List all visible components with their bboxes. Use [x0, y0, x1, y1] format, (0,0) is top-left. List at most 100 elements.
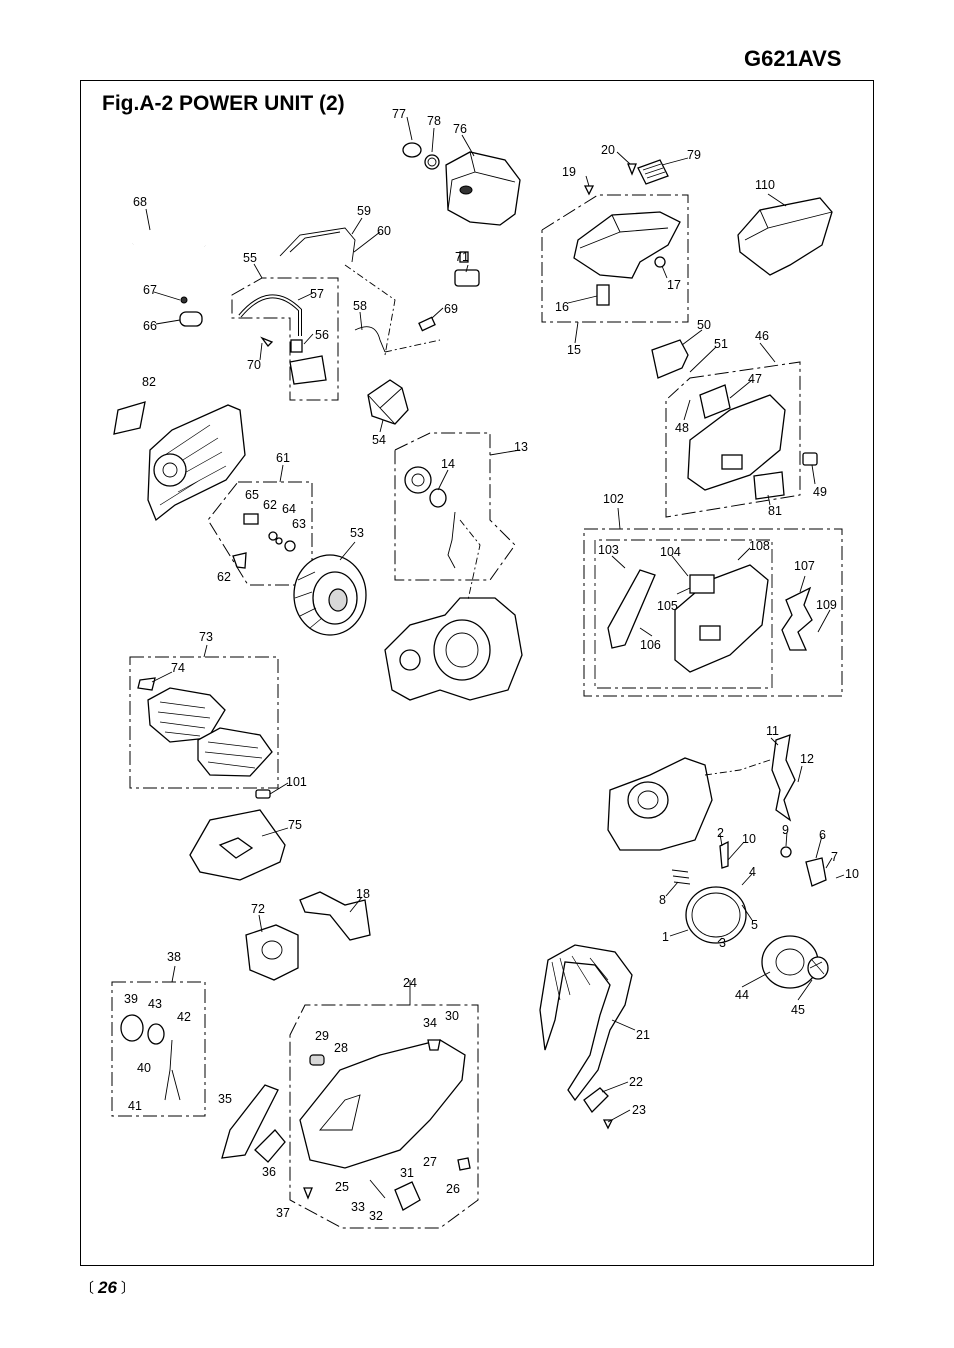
model-name: G621AVS: [744, 46, 842, 71]
page-number-value: 26: [98, 1278, 117, 1297]
callout-label: 29: [315, 1029, 329, 1043]
callout-label: 56: [315, 328, 329, 342]
callout-label: 17: [667, 278, 681, 292]
callout-label: 34: [423, 1016, 437, 1030]
callout-label: 8: [659, 893, 666, 907]
callout-label: 67: [143, 283, 157, 297]
callout-label: 16: [555, 300, 569, 314]
callout-label: 33: [351, 1200, 365, 1214]
callout-label: 10: [742, 832, 756, 846]
callout-label: 82: [142, 375, 156, 389]
callout-label: 59: [357, 204, 371, 218]
callout-label: 13: [514, 440, 528, 454]
callout-label: 44: [735, 988, 749, 1002]
callout-label: 76: [453, 122, 467, 136]
callout-label: 69: [444, 302, 458, 316]
callout-label: 9: [782, 823, 789, 837]
callout-label: 30: [445, 1009, 459, 1023]
callout-label: 40: [137, 1061, 151, 1075]
callout-label: 101: [286, 775, 307, 789]
callout-label: 12: [800, 752, 814, 766]
callout-label: 2: [717, 826, 724, 840]
callout-label: 110: [755, 178, 775, 192]
callout-label: 68: [133, 195, 147, 209]
callout-label: 108: [749, 539, 770, 553]
callout-label: 20: [601, 143, 615, 157]
callout-label: 57: [310, 287, 324, 301]
callout-label: 22: [629, 1075, 643, 1089]
callout-label: 11: [766, 724, 779, 738]
callout-label: 26: [446, 1182, 460, 1196]
callout-label: 25: [335, 1180, 349, 1194]
callout-label: 28: [334, 1041, 348, 1055]
diagram-frame: [80, 80, 874, 1266]
callout-label: 3: [719, 936, 726, 950]
callout-label: 48: [675, 421, 689, 435]
bracket-right: 〕: [120, 1280, 135, 1296]
callout-label: 1: [662, 930, 669, 944]
callout-label: 64: [282, 502, 296, 516]
callout-label: 81: [768, 504, 782, 518]
callout-label: 70: [247, 358, 261, 372]
callout-label: 78: [427, 114, 441, 128]
callout-label: 106: [640, 638, 661, 652]
callout-label: 6: [819, 828, 826, 842]
callout-label: 102: [603, 492, 624, 506]
callout-label: 7: [831, 850, 838, 864]
callout-label: 4: [749, 865, 756, 879]
callout-label: 54: [372, 433, 386, 447]
callout-label: 10: [845, 867, 859, 881]
callout-label: 38: [167, 950, 181, 964]
callout-label: 47: [748, 372, 762, 386]
callout-label: 74: [171, 661, 185, 675]
callout-label: 58: [353, 299, 367, 313]
callout-label: 23: [632, 1103, 646, 1117]
callout-label: 51: [714, 337, 728, 351]
callout-label: 43: [148, 997, 162, 1011]
callout-label: 5: [751, 918, 758, 932]
callout-label: 73: [199, 630, 213, 644]
callout-label: 71: [455, 250, 469, 264]
callout-label: 31: [400, 1166, 414, 1180]
leader-lines: [145, 116, 845, 1123]
callout-label: 46: [755, 329, 769, 343]
callout-labels: 1 2 3 4 5 6 7 8 9 10 10 11 12 13 14 15 1…: [124, 107, 859, 1223]
callout-label: 53: [350, 526, 364, 540]
bracket-left: 〔: [80, 1280, 94, 1296]
callout-label: 18: [356, 887, 370, 901]
callout-label: 105: [657, 599, 678, 613]
callout-label: 49: [813, 485, 827, 499]
callout-label: 109: [816, 598, 837, 612]
callout-label: 62: [263, 498, 277, 512]
callout-label: 55: [243, 251, 257, 265]
callout-label: 39: [124, 992, 138, 1006]
part-drawings: [111, 142, 843, 1229]
callout-label: 75: [288, 818, 302, 832]
callout-label: 107: [794, 559, 815, 573]
callout-label: 15: [567, 343, 581, 357]
callout-label: 32: [369, 1209, 383, 1223]
figure-title: Fig.A-2 POWER UNIT (2): [102, 92, 345, 115]
callout-label: 36: [262, 1165, 276, 1179]
callout-label: 62: [217, 570, 231, 584]
callout-label: 35: [218, 1092, 232, 1106]
callout-label: 50: [697, 318, 711, 332]
callout-label: 19: [562, 165, 576, 179]
callout-label: 61: [276, 451, 290, 465]
callout-label: 66: [143, 319, 157, 333]
page-number: 〔26〕: [80, 1278, 135, 1298]
callout-label: 42: [177, 1010, 191, 1024]
callout-label: 41: [128, 1099, 142, 1113]
callout-label: 65: [245, 488, 259, 502]
callout-label: 27: [423, 1155, 437, 1169]
callout-label: 79: [687, 148, 701, 162]
callout-label: 21: [636, 1028, 650, 1042]
callout-label: 72: [251, 902, 265, 916]
callout-label: 104: [660, 545, 681, 559]
callout-label: 24: [403, 976, 417, 990]
callout-label: 37: [276, 1206, 290, 1220]
callout-label: 63: [292, 517, 306, 531]
callout-label: 14: [441, 457, 455, 471]
callout-label: 103: [598, 543, 619, 557]
